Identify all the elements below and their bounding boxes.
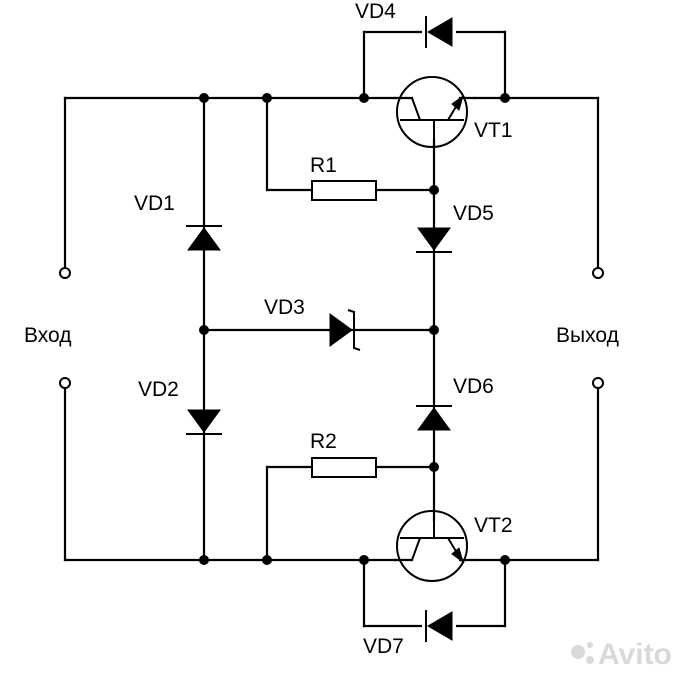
diode-vd2 bbox=[186, 409, 222, 435]
junction-dot bbox=[500, 93, 510, 103]
junction-dot bbox=[199, 555, 209, 565]
output-terminal-bottom bbox=[592, 377, 604, 389]
junction-dots bbox=[199, 93, 510, 565]
junction-dot bbox=[199, 325, 209, 335]
junction-dot bbox=[429, 185, 439, 195]
label-output: Выход bbox=[556, 324, 619, 347]
diode-vd7 bbox=[422, 610, 456, 642]
junction-dot bbox=[199, 93, 209, 103]
label-input: Вход bbox=[24, 324, 72, 347]
watermark: Avito bbox=[571, 638, 672, 671]
junction-dot bbox=[429, 325, 439, 335]
label-vd6: VD6 bbox=[453, 375, 494, 398]
output-terminal-top bbox=[592, 267, 604, 279]
junction-dot bbox=[500, 555, 510, 565]
label-vd4: VD4 bbox=[355, 0, 396, 23]
zener-diode-vd3 bbox=[329, 309, 361, 351]
label-r2: R2 bbox=[310, 430, 337, 453]
label-vt1: VT1 bbox=[474, 119, 513, 142]
label-vd2: VD2 bbox=[138, 378, 179, 401]
label-vd5: VD5 bbox=[453, 202, 494, 225]
transistor-vt1 bbox=[393, 76, 477, 148]
junction-dot bbox=[429, 462, 439, 472]
diode-vd5 bbox=[416, 227, 452, 253]
resistor-r1 bbox=[311, 180, 377, 201]
resistor-r2 bbox=[311, 457, 377, 478]
terminals bbox=[59, 267, 604, 389]
diode-vd4 bbox=[422, 16, 456, 48]
label-r1: R1 bbox=[310, 154, 337, 177]
label-vd3: VD3 bbox=[264, 296, 305, 319]
input-terminal-top bbox=[59, 267, 71, 279]
label-vt2: VT2 bbox=[474, 514, 513, 537]
watermark-logo-icon bbox=[571, 645, 585, 659]
diode-vd6 bbox=[416, 405, 452, 431]
junction-dot bbox=[359, 555, 369, 565]
diode-vd1 bbox=[186, 225, 222, 251]
transistor-vt2 bbox=[393, 510, 477, 582]
label-vd7: VD7 bbox=[363, 635, 404, 658]
junction-dot bbox=[262, 93, 272, 103]
input-terminal-bottom bbox=[59, 377, 71, 389]
junction-dot bbox=[359, 93, 369, 103]
watermark-text: Avito bbox=[598, 638, 672, 671]
junction-dot bbox=[262, 555, 272, 565]
label-vd1: VD1 bbox=[134, 192, 175, 215]
